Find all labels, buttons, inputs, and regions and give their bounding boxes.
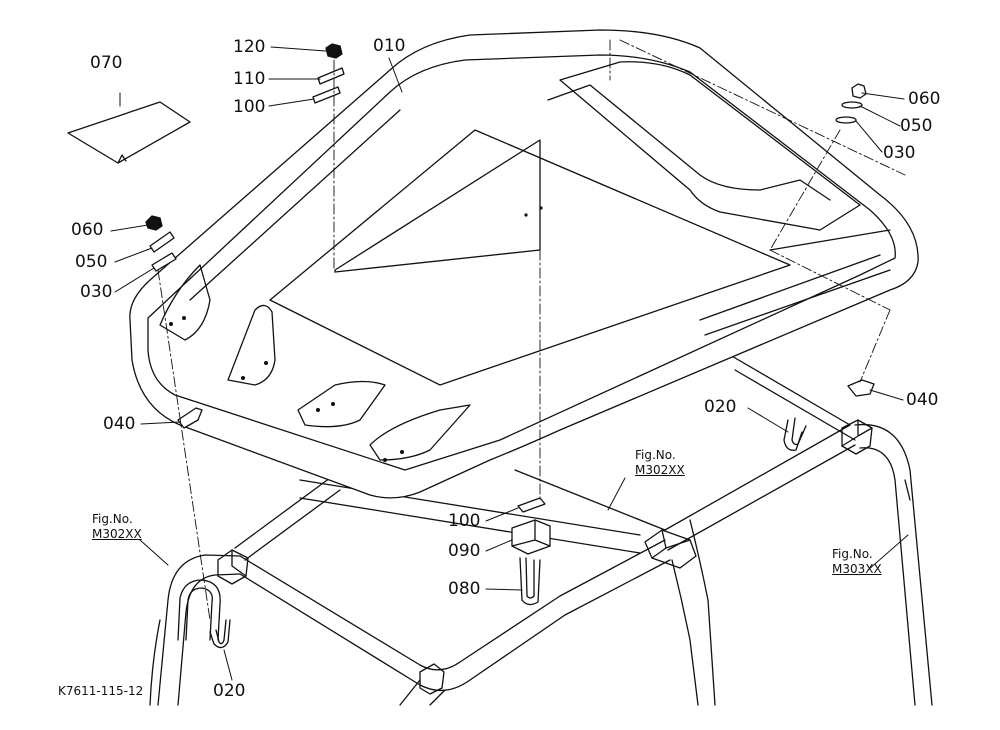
label-100-top: 100 (233, 97, 266, 117)
label-030-right: 030 (883, 143, 916, 163)
label-020-right: 020 (704, 397, 737, 417)
decal-070 (68, 102, 190, 163)
figref-left-caption: Fig.No. (92, 512, 133, 526)
figref-center-caption: Fig.No. (635, 448, 676, 462)
label-120: 120 (233, 37, 266, 57)
frame-brackets (218, 420, 872, 694)
leader-lines (111, 47, 908, 680)
label-040-left: 040 (103, 414, 136, 434)
rops-frame (150, 355, 932, 705)
figref-left-number: M302XX (92, 527, 142, 541)
label-010: 010 (373, 36, 406, 56)
label-040-right: 040 (906, 390, 939, 410)
hardware-left (146, 216, 202, 428)
assembly-centerlines (158, 40, 905, 620)
diagram-code: K7611-115-12 (58, 684, 144, 698)
figref-right-number: M303XX (832, 562, 882, 576)
hardware-top (313, 44, 344, 103)
label-070: 070 (90, 53, 123, 73)
label-100-bottom: 100 (448, 511, 481, 531)
canopy-010 (130, 30, 918, 498)
figref-right[interactable]: Fig.No. M303XX (832, 547, 882, 577)
clamp-assembly (512, 498, 550, 605)
figref-right-caption: Fig.No. (832, 547, 873, 561)
ubolt-020-right (784, 418, 806, 450)
label-060-right: 060 (908, 89, 941, 109)
label-020-left: 020 (213, 681, 246, 701)
label-080: 080 (448, 579, 481, 599)
label-050-left: 050 (75, 252, 108, 272)
label-030-left: 030 (80, 282, 113, 302)
label-060-left: 060 (71, 220, 104, 240)
figref-center-number: M302XX (635, 463, 685, 477)
figref-left[interactable]: Fig.No. M302XX (92, 512, 142, 542)
label-110: 110 (233, 69, 266, 89)
hardware-right (836, 84, 874, 396)
label-050-right: 050 (900, 116, 933, 136)
figref-center[interactable]: Fig.No. M302XX (635, 448, 685, 478)
ubolt-020-left (210, 620, 230, 648)
canopy-holes (169, 206, 543, 462)
label-090: 090 (448, 541, 481, 561)
